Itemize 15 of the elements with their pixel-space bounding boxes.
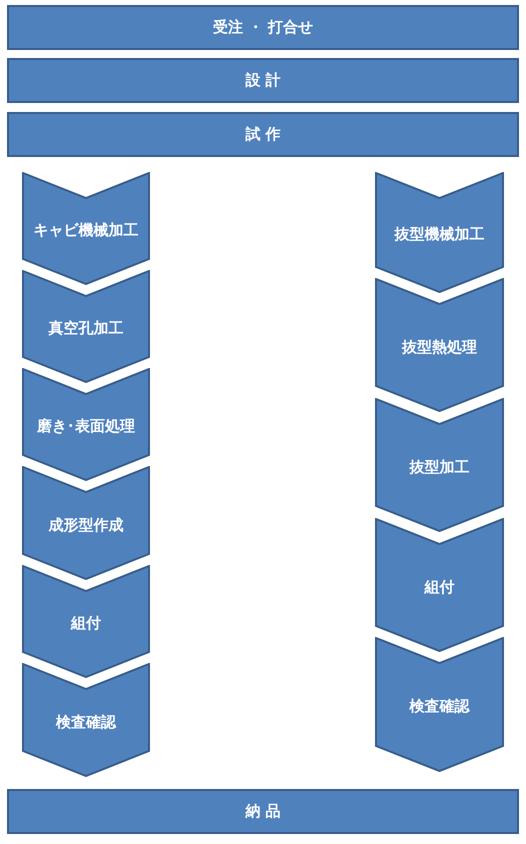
process-step: 組付 [22, 565, 150, 678]
process-step: 抜型加工 [375, 398, 504, 532]
process-step: 検査確認 [22, 663, 150, 777]
process-step: 抜型熱処理 [375, 278, 504, 412]
stage-bar: 受注 ・ 打合せ [7, 5, 519, 50]
process-step: 組付 [375, 518, 504, 652]
process-step: 磨き･表面処理 [22, 368, 150, 481]
process-step: 抜型機械加工 [375, 172, 504, 293]
process-step: 真空孔加工 [22, 270, 150, 383]
stage-bar: 試 作 [7, 112, 519, 157]
process-step: 検査確認 [375, 637, 504, 772]
stage-bar: 納 品 [7, 789, 519, 834]
process-step: 成形型作成 [22, 466, 150, 580]
process-step: キャビ機械加工 [22, 172, 150, 285]
stage-bar: 設 計 [7, 58, 519, 103]
